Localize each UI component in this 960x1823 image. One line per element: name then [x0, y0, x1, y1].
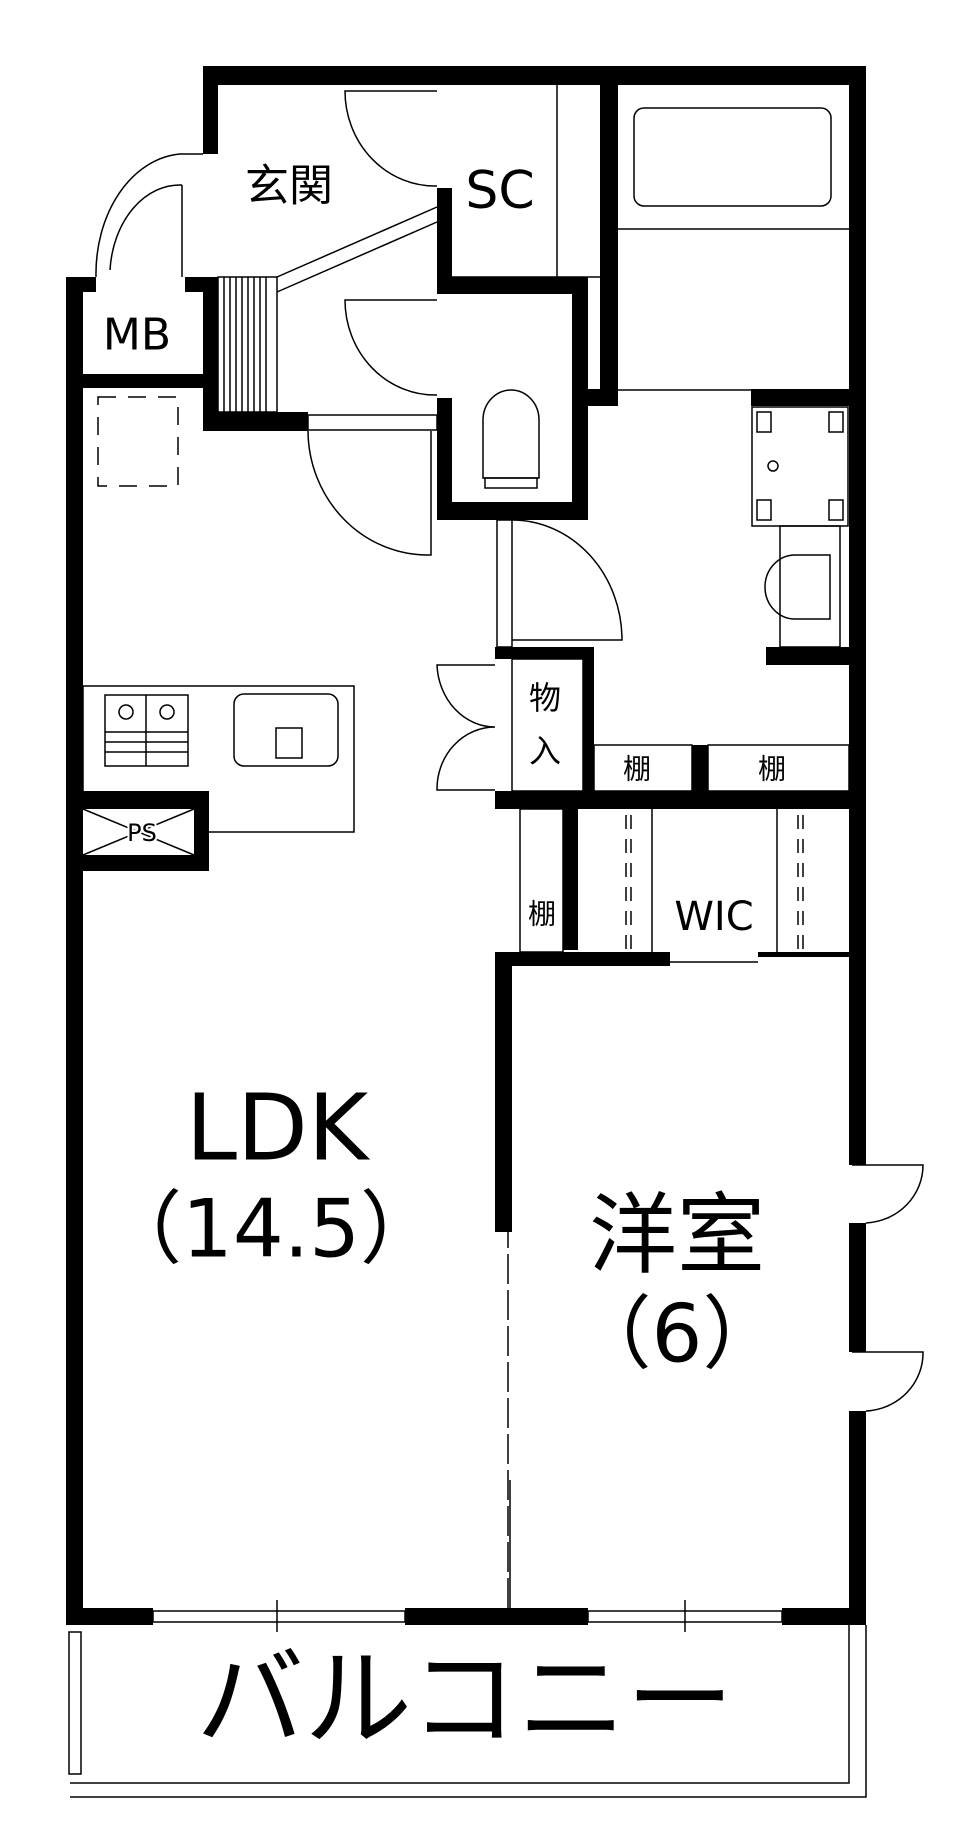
entrance-step [217, 206, 438, 413]
entrance-door [95, 153, 203, 278]
window-door [852, 1164, 924, 1224]
washbasin [764, 554, 831, 620]
label-shelf: 棚 [528, 898, 556, 931]
door-arc [344, 90, 438, 187]
label-western-room: 洋室 [589, 1184, 765, 1287]
fixtures [68, 69, 924, 1798]
balcony-drain [68, 1631, 82, 1775]
storage-door [436, 664, 496, 791]
label-walk-in-closet: WIC [674, 894, 753, 940]
label-storage: 物 [529, 679, 561, 717]
label-western-room-size: （6） [572, 1288, 783, 1381]
label-pipe-space: PS [127, 819, 157, 847]
washroom-door [511, 519, 623, 641]
vanity [779, 525, 841, 648]
balcony-window [152, 1610, 406, 1623]
top-window [693, 69, 752, 81]
sink [233, 693, 339, 767]
label-balcony: バルコニー [196, 1638, 734, 1763]
label-shelf: 棚 [623, 753, 651, 786]
label-ldk: LDK [186, 1075, 371, 1182]
balcony-outline [70, 1625, 867, 1798]
toilet [482, 389, 540, 479]
walls [66, 66, 866, 1625]
window-door [852, 1351, 924, 1412]
label-entrance: 玄関 [245, 161, 333, 212]
label-meter-box: MB [103, 310, 171, 361]
door-arc [344, 299, 438, 396]
label-shoe-closet: SC [465, 161, 534, 221]
washing-machine-pan [751, 406, 849, 527]
bathtub [633, 107, 832, 207]
label-shelf: 棚 [758, 753, 786, 786]
ldk-door [307, 430, 432, 556]
label-storage: 入 [529, 732, 561, 770]
label-ldk-size: （14.5） [102, 1183, 440, 1276]
ventilation-fan [97, 396, 179, 487]
kitchen-counter [82, 685, 355, 833]
